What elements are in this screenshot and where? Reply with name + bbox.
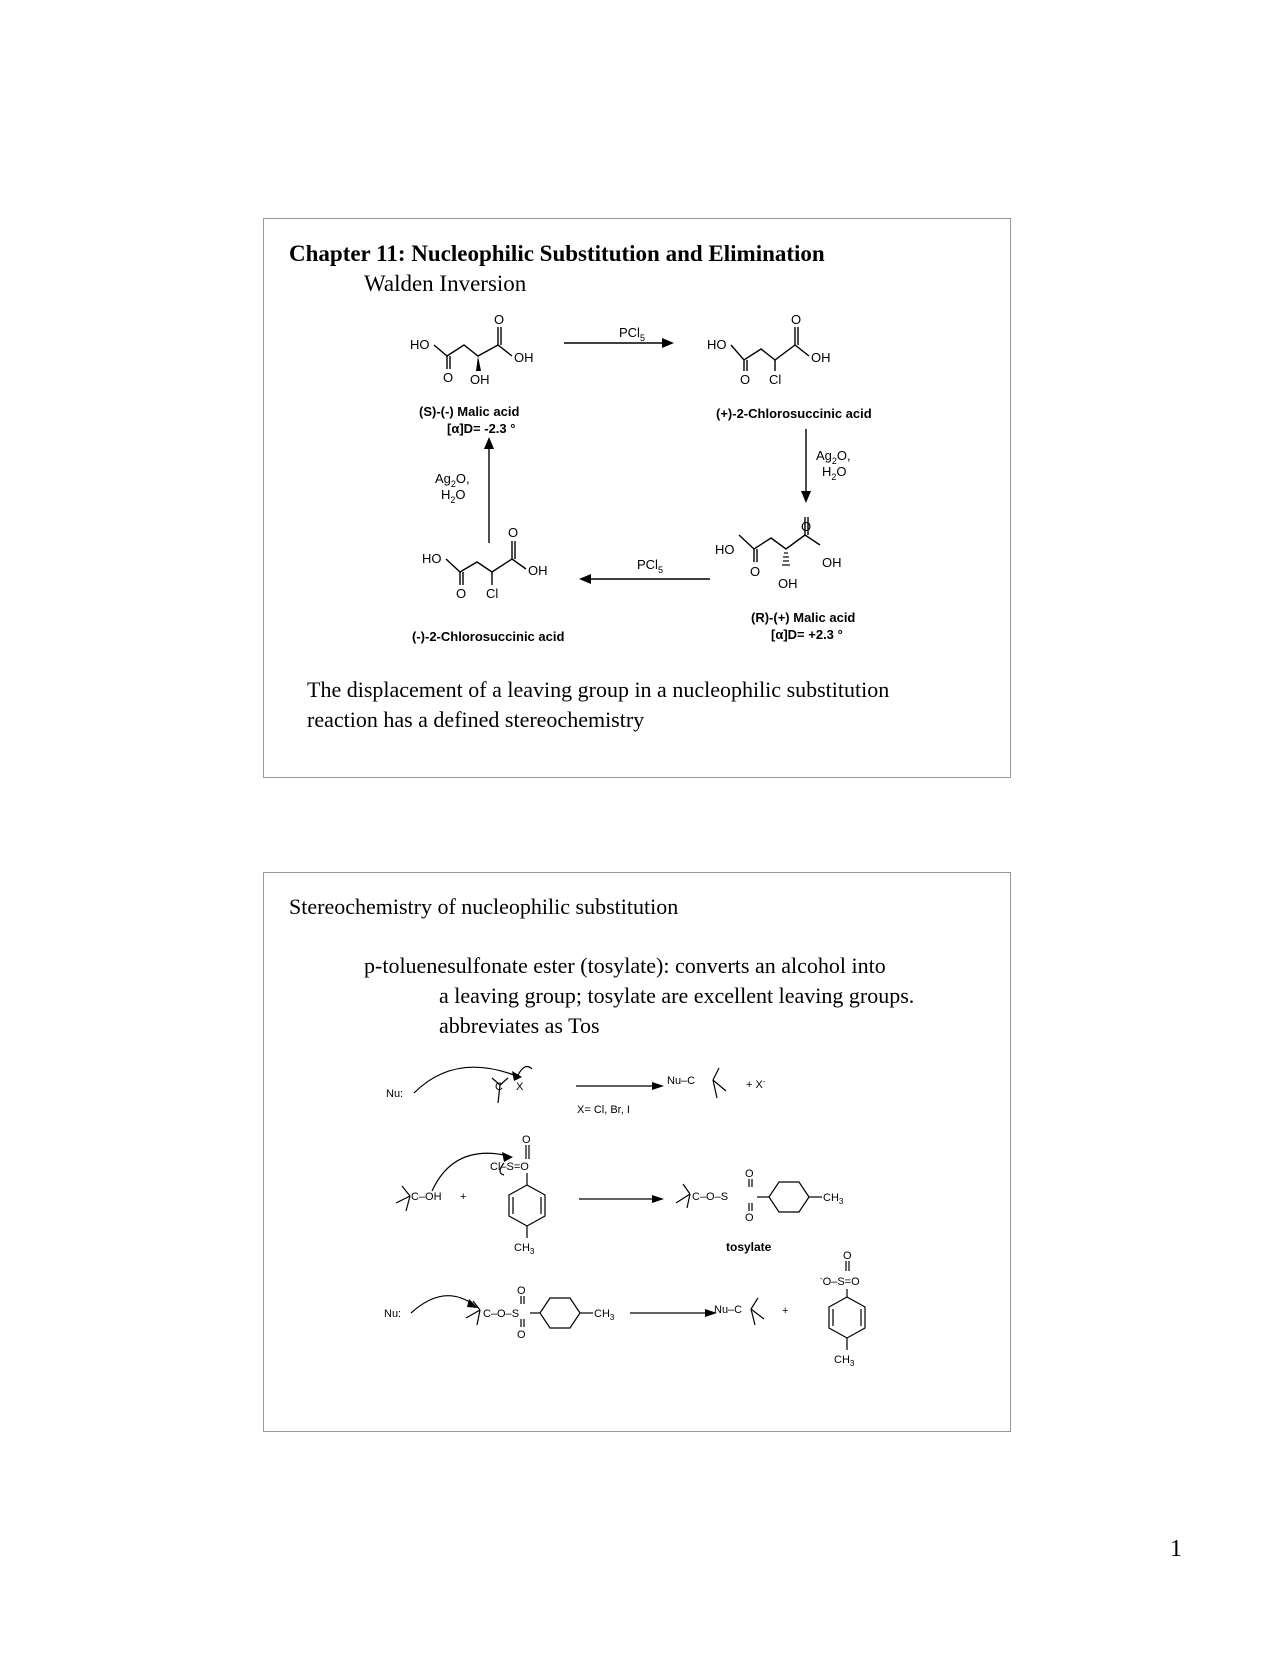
atom-label: OH <box>778 576 798 591</box>
page-number: 1 <box>1170 1536 1182 1562</box>
tosylate-ester-core: C–O–S <box>692 1191 728 1203</box>
oxygen-label: O <box>843 1250 852 1262</box>
chapter-title: Chapter 11: Nucleophilic Substitution an… <box>289 241 825 266</box>
oxygen-label: O <box>517 1329 526 1341</box>
leaving-group-label: X <box>516 1081 524 1093</box>
atom-label: O <box>750 564 760 579</box>
paragraph-line: reaction has a defined stereochemistry <box>307 707 645 732</box>
s-malic-acid-label: (S)-(-) Malic acid <box>419 404 519 419</box>
paragraph-line: The displacement of a leaving group in a… <box>307 677 890 702</box>
tosylate-definition-line2: a leaving group; tosylate are excellent … <box>439 983 915 1008</box>
methyl-label: CH3 <box>594 1308 615 1322</box>
atom-label: O <box>508 525 518 540</box>
carbon-label: C <box>495 1081 503 1093</box>
atom-label: O <box>456 586 466 601</box>
plus-sign: + <box>782 1305 788 1317</box>
atom-label: OH <box>470 372 490 387</box>
tosyl-chloride-label: Cl–S=O <box>490 1161 529 1173</box>
r-malic-acid-label: (R)-(+) Malic acid <box>751 610 855 625</box>
product-nu-c: Nu–C <box>714 1304 742 1316</box>
nucleophile-label: Nu: <box>384 1308 401 1320</box>
atom-label: Cl <box>769 372 781 387</box>
atom-label: OH <box>822 555 842 570</box>
atom-label: O <box>801 519 811 534</box>
atom-label: OH <box>811 350 831 365</box>
atom-label: O <box>740 372 750 387</box>
methyl-label: CH3 <box>834 1354 855 1368</box>
plus-chlorosuccinic-label: (+)-2-Chlorosuccinic acid <box>716 406 872 421</box>
halide-condition: X= Cl, Br, I <box>577 1104 630 1116</box>
plus-sign: + <box>460 1191 466 1203</box>
atom-label: HO <box>422 551 442 566</box>
atom-label: O <box>443 370 453 385</box>
oxygen-label: O <box>522 1134 531 1146</box>
halide-anion: + X- <box>746 1077 766 1091</box>
oxygen-label: O <box>517 1285 526 1297</box>
explanation-paragraph: The displacement of a leaving group in a… <box>307 675 889 735</box>
section-subtitle: Walden Inversion <box>364 271 527 296</box>
atom-label: HO <box>410 337 430 352</box>
alcohol-label: C–OH <box>411 1191 442 1203</box>
reagent-pcl5-top: PCl5 <box>619 325 645 343</box>
atom-label: O <box>494 312 504 327</box>
slide-tosylate: Stereochemistry of nucleophilic substitu… <box>263 872 1011 1432</box>
reagent-ag2o-right: Ag2O, <box>816 448 851 466</box>
r-malic-rotation: [α]D= +2.3 ° <box>771 627 843 642</box>
reagent-h2o-right: H2O <box>822 464 847 482</box>
atom-label: OH <box>514 350 534 365</box>
atom-label: Cl <box>486 586 498 601</box>
minus-chlorosuccinic-label: (-)-2-Chlorosuccinic acid <box>412 629 564 644</box>
methyl-label: CH3 <box>514 1242 535 1256</box>
slide-walden-inversion: Chapter 11: Nucleophilic Substitution an… <box>263 218 1011 778</box>
oxygen-label: O <box>745 1212 754 1224</box>
methyl-label: CH3 <box>823 1192 844 1206</box>
product-nu-c: Nu–C <box>667 1075 695 1087</box>
tosylate-ester-core: C–O–S <box>483 1308 519 1320</box>
s-malic-rotation: [α]D= -2.3 ° <box>447 421 515 436</box>
walden-inversion-diagram: HO O OH O OH HO O OH O Cl HO O OH O Cl H… <box>410 312 872 644</box>
tosylate-caption: tosylate <box>726 1240 772 1254</box>
atom-label: OH <box>528 563 548 578</box>
tosylate-definition-line1: p-toluenesulfonate ester (tosylate): con… <box>364 953 886 978</box>
nucleophile-label: Nu: <box>386 1088 403 1100</box>
atom-label: HO <box>707 337 727 352</box>
atom-label: O <box>791 312 801 327</box>
slide-title: Stereochemistry of nucleophilic substitu… <box>289 894 679 919</box>
reagent-ag2o-left: Ag2O, <box>435 471 470 489</box>
tosylate-anion-label: -O–S=O <box>820 1274 860 1288</box>
reagent-pcl5-bottom: PCl5 <box>637 557 663 575</box>
tosylate-reaction-diagram: Nu: C X X= Cl, Br, I Nu–C + X- C–OH + O … <box>384 1066 866 1368</box>
atom-label: HO <box>715 542 735 557</box>
oxygen-label: O <box>745 1168 754 1180</box>
reagent-h2o-left: H2O <box>441 487 466 505</box>
tosylate-definition-line3: abbreviates as Tos <box>439 1013 600 1038</box>
